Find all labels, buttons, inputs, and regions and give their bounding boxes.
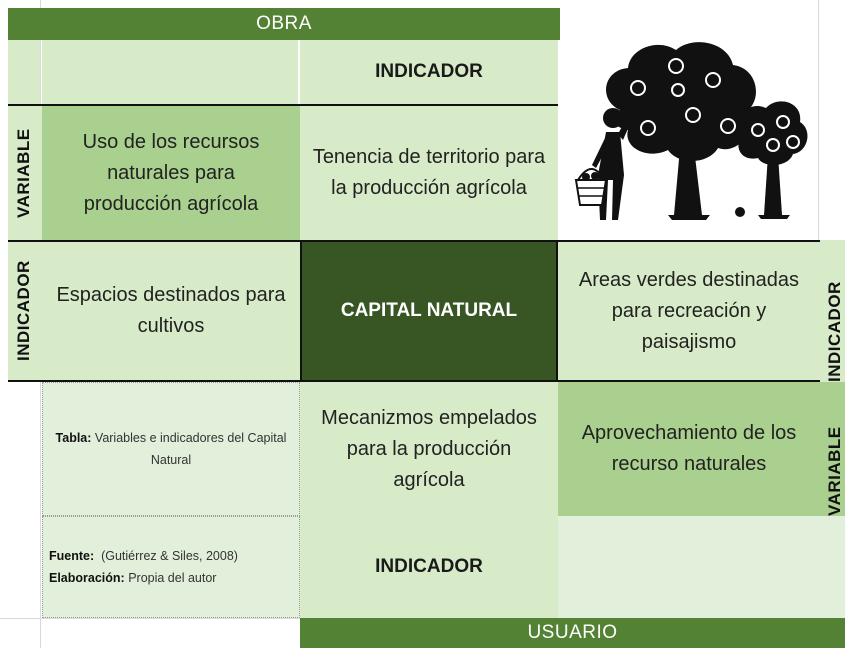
right-indicator-side-cell: INDICADOR <box>820 240 845 382</box>
capital-natural-label: CAPITAL NATURAL <box>340 300 518 321</box>
espacios-cell: Espacios destinados para cultivos <box>42 240 300 382</box>
usuario-bar: USUARIO <box>300 618 845 648</box>
areas-verdes-text: Areas verdes destinadas para recreación … <box>578 268 800 353</box>
mecanizmos-cell: Mecanizmos empelados para la producción … <box>300 382 558 516</box>
source-label: Fuente: <box>49 549 95 563</box>
caption-cell: Tabla: Variables e indicadores del Capit… <box>42 382 300 516</box>
espacios-text: Espacios destinados para cultivos <box>56 284 286 337</box>
empty-cell <box>8 40 40 104</box>
author-line: Elaboración: Propia del autor <box>49 567 238 589</box>
variable-side-label: VARIABLE <box>14 128 33 218</box>
left-variable-cell: Uso de los recursos naturales para produ… <box>42 104 300 240</box>
indicator-side-label: INDICADOR <box>14 260 33 362</box>
author-text: Propia del autor <box>128 571 217 585</box>
source-block: Fuente: (Gutiérrez & Siles, 2008) Elabor… <box>43 545 238 589</box>
source-cell: Fuente: (Gutiérrez & Siles, 2008) Elabor… <box>42 516 300 618</box>
right-variable-side-label: VARIABLE <box>825 426 844 516</box>
caption-label: Tabla: <box>55 431 92 445</box>
aprovechamiento-text: Aprovechamiento de los recurso naturales <box>581 422 797 475</box>
usuario-label: USUARIO <box>527 622 618 643</box>
source-text: (Gutiérrez & Siles, 2008) <box>101 549 238 563</box>
aprovechamiento-cell: Aprovechamiento de los recurso naturales <box>558 382 820 516</box>
mecanizmos-text: Mecanizmos empelados para la producción … <box>321 406 537 491</box>
tenencia-cell: Tenencia de territorio para la producció… <box>300 104 558 240</box>
table-caption: Tabla: Variables e indicadores del Capit… <box>55 427 287 471</box>
left-variable-text: Uso de los recursos naturales para produ… <box>82 130 260 215</box>
right-variable-side-cell: VARIABLE <box>820 382 845 516</box>
right-indicator-side-label: INDICADOR <box>825 281 844 382</box>
obra-bar: OBRA <box>8 8 560 40</box>
top-indicator-header: INDICADOR <box>300 40 558 104</box>
source-line: Fuente: (Gutiérrez & Siles, 2008) <box>49 545 238 567</box>
caption-text: Variables e indicadores del Capital Natu… <box>94 431 287 467</box>
empty-cell <box>42 40 298 104</box>
bottom-indicator-label: INDICADOR <box>375 556 483 577</box>
areas-verdes-cell: Areas verdes destinadas para recreación … <box>558 240 820 382</box>
empty-cell <box>558 516 845 618</box>
author-label: Elaboración: <box>49 571 125 585</box>
variable-side-cell: VARIABLE <box>8 104 42 240</box>
indicator-side-cell: INDICADOR <box>8 240 42 382</box>
capital-natural-cell: CAPITAL NATURAL <box>300 240 558 382</box>
bottom-indicator-header: INDICADOR <box>300 516 558 618</box>
obra-label: OBRA <box>256 13 312 34</box>
apple-tree-picker-icon <box>568 30 818 235</box>
top-indicator-label: INDICADOR <box>375 61 483 82</box>
tenencia-text: Tenencia de territorio para la producció… <box>312 146 546 199</box>
